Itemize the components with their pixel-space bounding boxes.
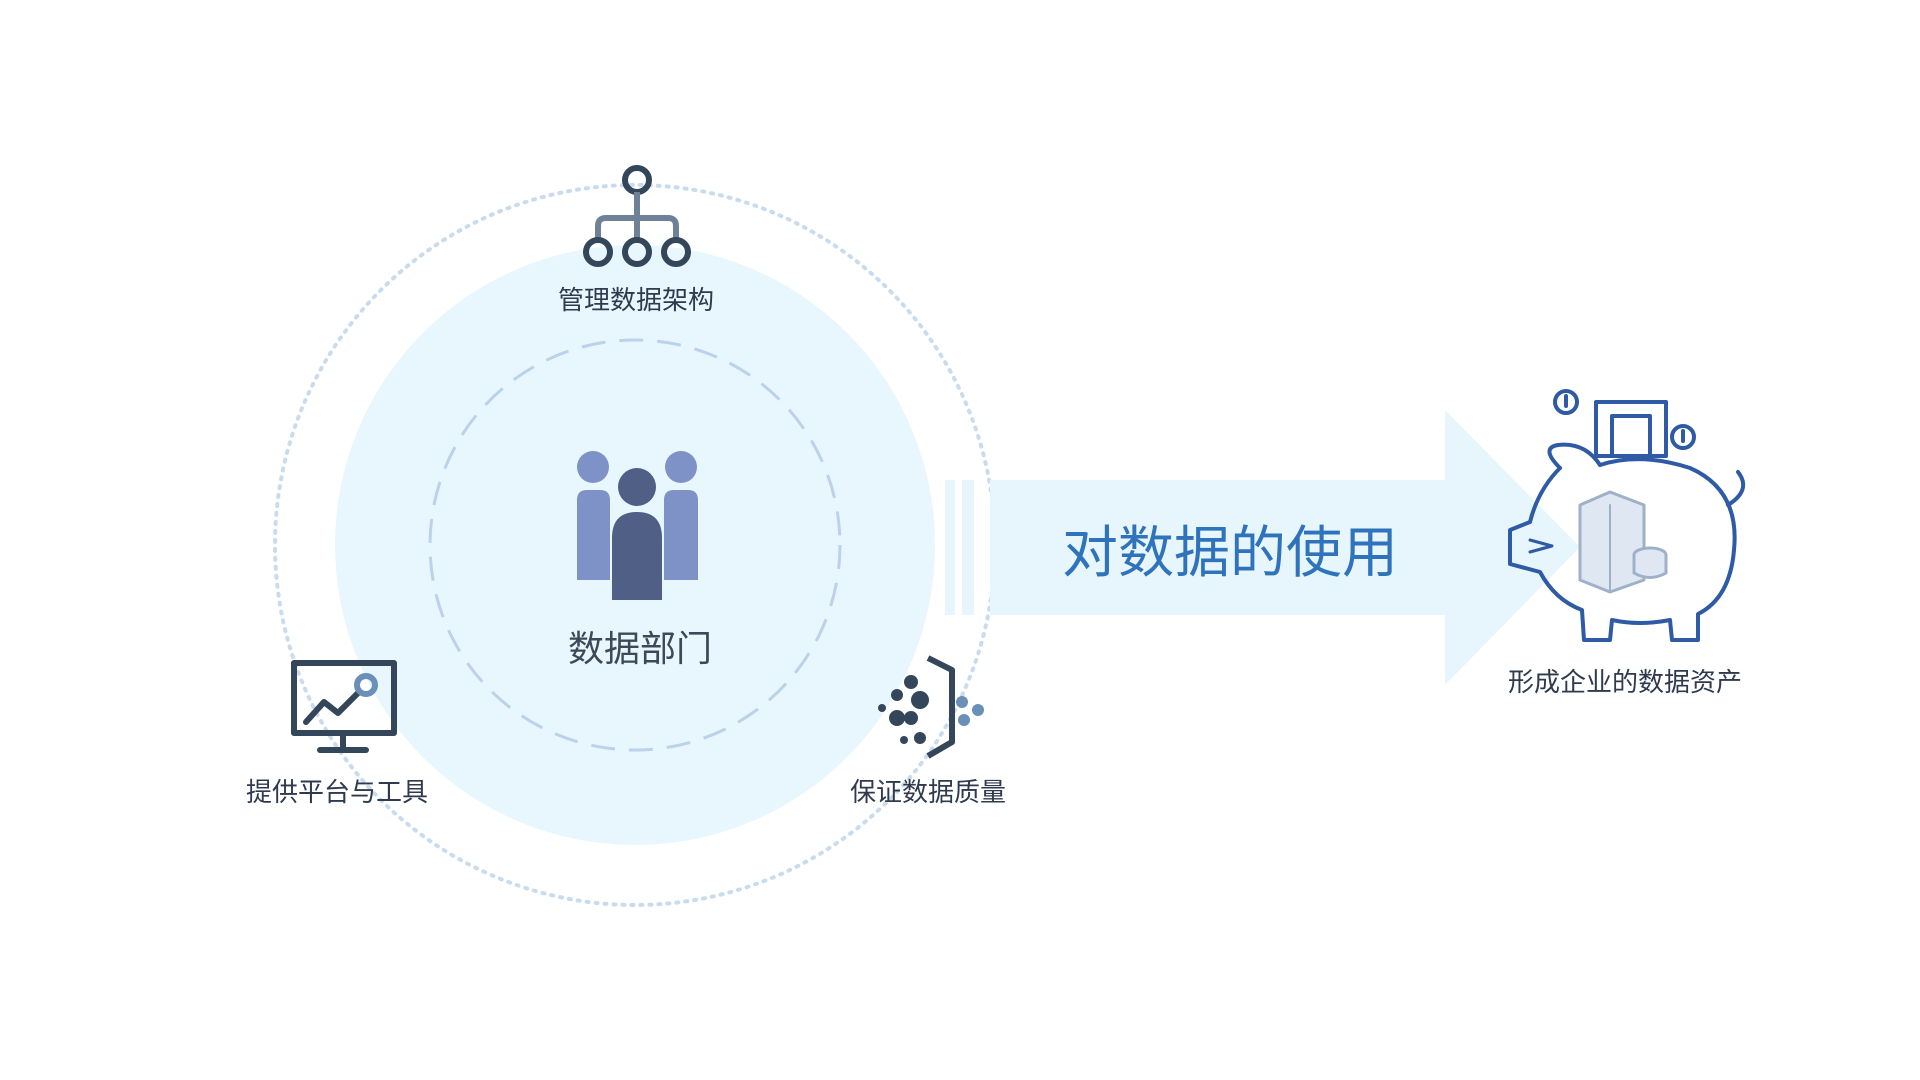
data-filter-icon xyxy=(878,655,984,759)
top-label: 管理数据架构 xyxy=(557,286,715,316)
usage-arrow xyxy=(945,410,1580,685)
center-label: 数据部门 xyxy=(567,629,713,670)
piggy-bank-icon xyxy=(1508,389,1746,642)
right-label: 保证数据质量 xyxy=(849,778,1007,808)
monitor-chart-icon xyxy=(291,660,397,753)
left-label: 提供平台与工具 xyxy=(245,778,429,808)
arrow-label: 对数据的使用 xyxy=(1062,521,1398,586)
inner-dashed-ring xyxy=(428,338,842,752)
result-label: 形成企业的数据资产 xyxy=(1507,668,1743,698)
team-icon xyxy=(577,451,698,600)
hierarchy-icon xyxy=(583,165,691,267)
